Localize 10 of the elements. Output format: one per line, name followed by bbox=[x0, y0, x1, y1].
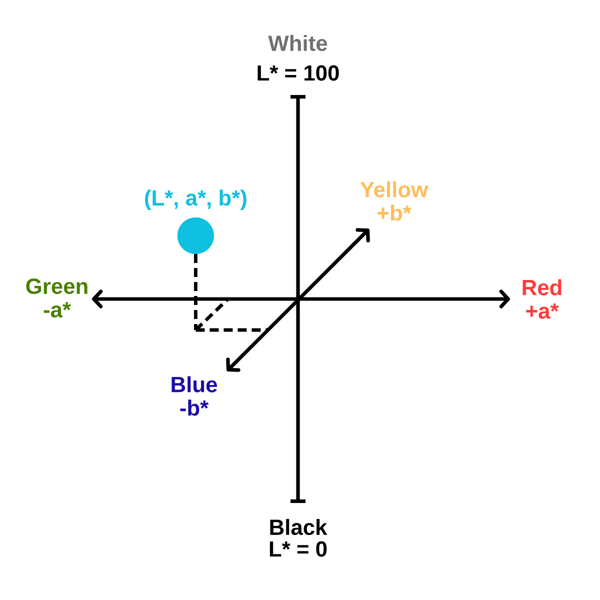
axis-label: Red +a* bbox=[522, 279, 562, 319]
axis-label: White bbox=[268, 34, 328, 52]
axis-label: Blue -b* bbox=[172, 376, 217, 416]
point-label: (L*, a*, b*) bbox=[145, 190, 246, 210]
axis-label: Green -a* bbox=[26, 278, 88, 318]
axis-label: L* = 100 bbox=[258, 65, 339, 81]
axis-label: L* = 0 bbox=[270, 541, 327, 557]
point-marker bbox=[177, 217, 214, 254]
axis-label: Black bbox=[270, 518, 328, 536]
axis-label: Yellow +b* bbox=[360, 181, 428, 221]
